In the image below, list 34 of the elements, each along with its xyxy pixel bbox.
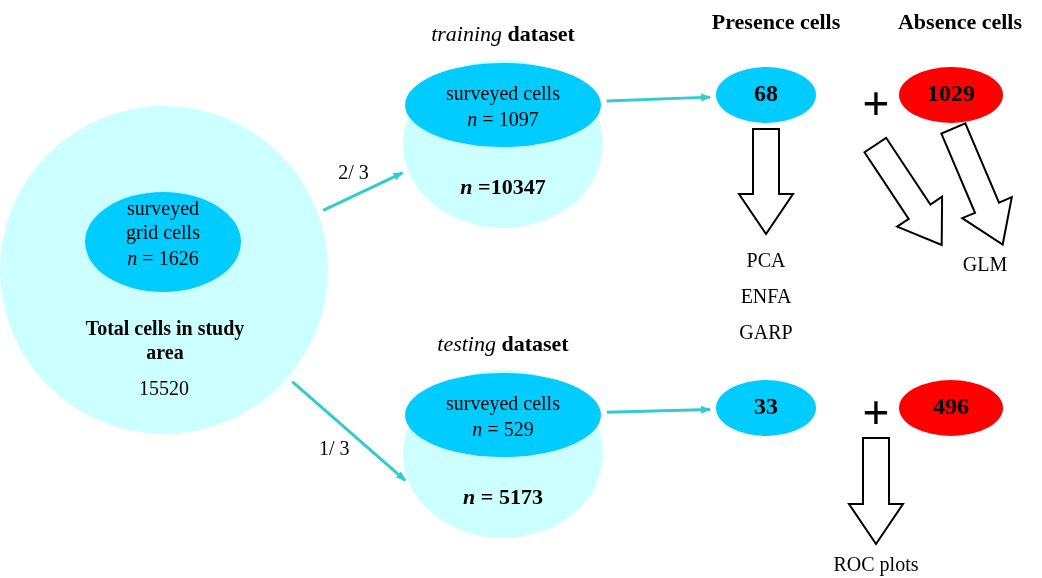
block-arrow bbox=[863, 136, 944, 247]
block-arrow bbox=[737, 128, 795, 236]
column-heading: Presence cells bbox=[711, 9, 841, 35]
count-text: 68 bbox=[754, 81, 778, 105]
block-arrow bbox=[940, 122, 1014, 247]
arrow bbox=[322, 171, 404, 212]
node-text: surveyed cells bbox=[446, 81, 560, 105]
cell-count: 15520 bbox=[139, 376, 189, 400]
count-text: 1029 bbox=[927, 81, 975, 105]
edge-label: 2/ 3 bbox=[338, 160, 369, 184]
count-text: n = 5173 bbox=[463, 485, 543, 509]
count-text: n = 529 bbox=[472, 417, 534, 441]
arrow bbox=[606, 405, 712, 414]
method-name: ROC plots bbox=[833, 552, 919, 576]
edge-label: 1/ 3 bbox=[318, 436, 350, 460]
method-name: PCA bbox=[746, 248, 786, 272]
column-heading: Absence cells bbox=[898, 9, 1022, 35]
dataset-heading: testing dataset bbox=[437, 332, 569, 356]
count-text: n =10347 bbox=[460, 175, 546, 199]
plus-sign: + bbox=[862, 384, 890, 440]
plus-sign: + bbox=[862, 75, 890, 131]
method-name: GARP bbox=[739, 320, 793, 344]
area-title: Total cells in study area bbox=[84, 316, 246, 364]
method-name: ENFA bbox=[740, 284, 792, 308]
arrow bbox=[606, 93, 712, 103]
block-arrow bbox=[847, 437, 905, 546]
node-text: surveyed cells bbox=[446, 391, 560, 415]
arrow bbox=[291, 380, 407, 482]
method-name: GLM bbox=[962, 252, 1008, 276]
count-text: 496 bbox=[933, 394, 969, 418]
count-text: n = 1626 bbox=[127, 246, 199, 270]
count-text: n = 1097 bbox=[467, 107, 539, 131]
dataset-heading: training dataset bbox=[431, 22, 575, 46]
count-text: 33 bbox=[754, 394, 778, 418]
